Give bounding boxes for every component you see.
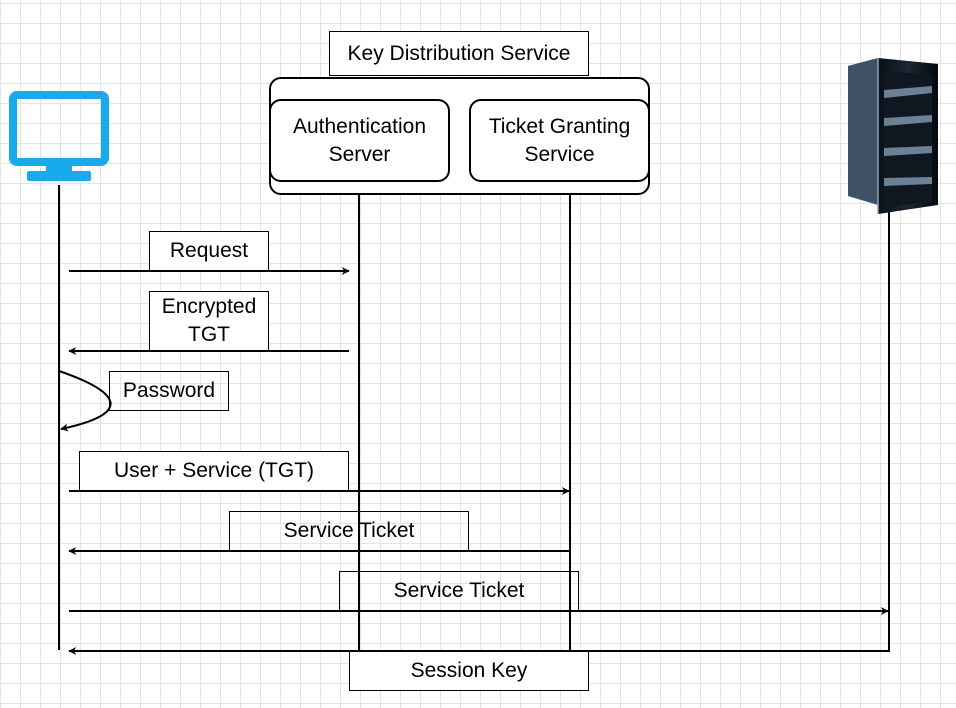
monitor-icon xyxy=(9,91,109,181)
kds-title: Key Distribution Service xyxy=(329,31,589,76)
service-ticket-label-2: Service Ticket xyxy=(339,571,579,611)
ticket-granting-service: Ticket Granting Service xyxy=(469,99,650,182)
server-rack-icon xyxy=(848,58,938,214)
authentication-server: Authentication Server xyxy=(269,99,450,182)
password-label: Password xyxy=(109,371,229,411)
user-service-tgt-label: User + Service (TGT) xyxy=(79,451,349,491)
encrypted-tgt-label: Encrypted TGT xyxy=(149,291,269,351)
session-key-label: Session Key xyxy=(349,651,589,691)
request-label: Request xyxy=(149,231,269,271)
session-key-arrow xyxy=(68,630,890,655)
password-self-arrow xyxy=(58,370,112,432)
service-ticket-label-1: Service Ticket xyxy=(229,511,469,551)
